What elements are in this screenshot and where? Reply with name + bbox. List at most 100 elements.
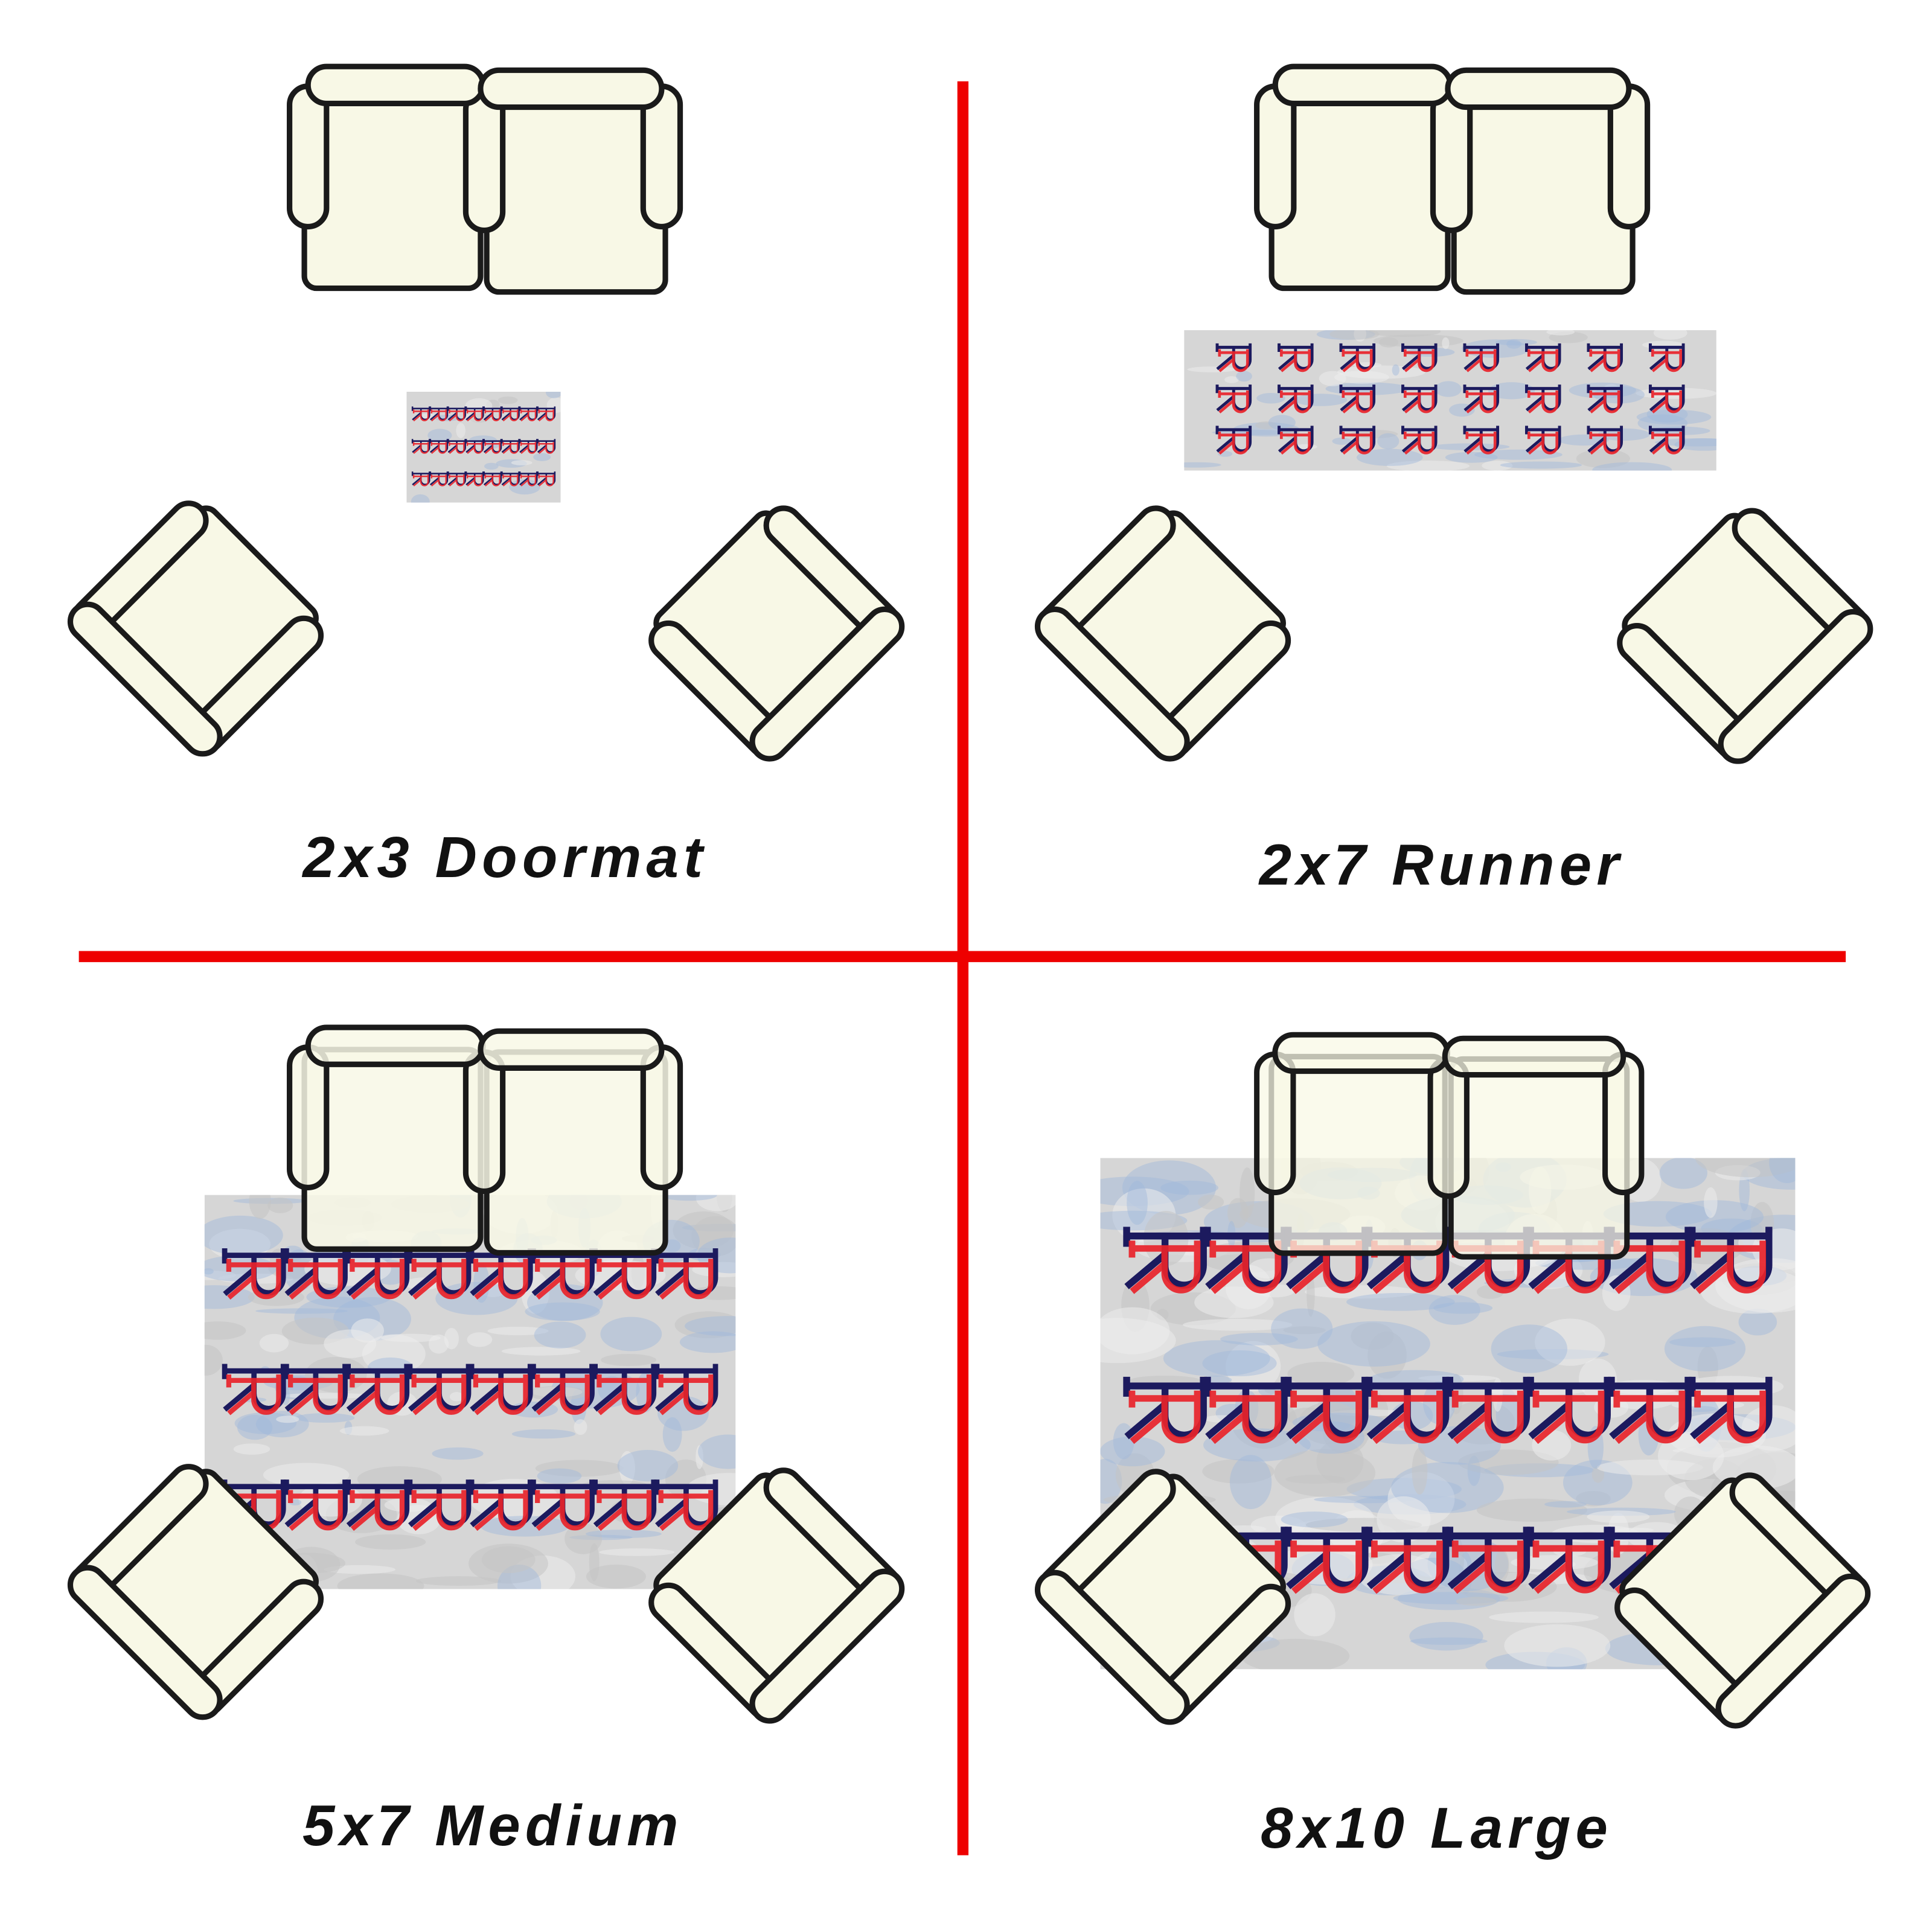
armchair-right-runner — [1617, 508, 1873, 764]
rug-logo — [537, 439, 556, 454]
rug-logo — [1587, 426, 1623, 455]
logo-letter-red — [1218, 390, 1249, 413]
armchair-right-large — [1614, 1472, 1871, 1729]
logo-letter-red — [411, 1259, 467, 1300]
sofa-medium — [287, 1024, 683, 1256]
logo-letter-red — [350, 1490, 405, 1531]
rug-texture — [1598, 428, 1650, 441]
rug-logo — [1527, 1376, 1611, 1444]
logo-letter-navy — [1365, 1527, 1450, 1589]
logo-letter-navy — [1278, 426, 1314, 453]
seat-cushion — [1451, 88, 1636, 295]
logo-letter-red — [1342, 390, 1373, 413]
sofa-large — [1254, 1032, 1645, 1260]
logo-letter-red — [288, 1374, 343, 1416]
logo-letter-red — [1403, 432, 1435, 455]
logo-letter-red — [226, 1374, 281, 1416]
rug-logo — [537, 471, 556, 487]
rug-texture — [1377, 433, 1399, 450]
rug-texture — [204, 1268, 214, 1275]
rug-logo — [447, 406, 466, 422]
quadrant-label-medium: 5x7 Medium — [302, 1793, 683, 1858]
rug-texture — [1198, 1195, 1224, 1210]
logo-letter-red — [473, 1374, 528, 1416]
logo-letter-navy — [222, 1479, 286, 1528]
logo-letter-red — [430, 409, 447, 422]
quadrant-label-doormat: 2x3 Doormat — [301, 825, 708, 890]
rug-texture — [1657, 1431, 1724, 1481]
rug-logo — [1365, 1527, 1450, 1594]
doormat-rug — [406, 391, 561, 503]
logo-letter-navy — [1339, 426, 1376, 453]
rug-texture — [1337, 365, 1426, 379]
rug-logo — [654, 1364, 718, 1416]
rug-texture — [1410, 1637, 1488, 1645]
logo-letter-navy — [654, 1248, 718, 1297]
rug-texture — [1494, 1549, 1509, 1582]
logo-letter-red — [1651, 390, 1683, 413]
logo-letter-navy — [537, 439, 556, 453]
logo-letter-red — [1527, 432, 1559, 455]
rug-texture — [696, 1445, 703, 1469]
rug-texture — [511, 460, 533, 465]
rug-texture — [1458, 1449, 1559, 1475]
logo-letter-red — [1128, 1390, 1201, 1444]
rug-texture — [1377, 1496, 1431, 1543]
rug-texture — [204, 1344, 223, 1376]
rug-texture — [698, 1434, 736, 1469]
logo-letter-red — [1128, 1240, 1201, 1294]
vertical-divider — [957, 81, 969, 1856]
logo-letter-navy — [1689, 1227, 1773, 1289]
logo-letter-red — [538, 442, 554, 454]
rug-texture — [674, 1311, 736, 1339]
logo-letter-red — [1290, 1540, 1363, 1594]
rug-logo — [654, 1479, 718, 1531]
logo-letter-navy — [1463, 343, 1500, 371]
rug-logo — [519, 471, 538, 487]
rug-logo — [519, 439, 538, 454]
rug-texture — [481, 1546, 536, 1574]
armchair-left-large — [1034, 1469, 1291, 1725]
logo-letter-red — [411, 1490, 467, 1531]
rug-logo — [1123, 1227, 1207, 1294]
rug-texture — [511, 1429, 576, 1439]
logo-letter-navy — [501, 406, 520, 421]
rug-logo — [654, 1248, 718, 1300]
rug-texture — [1659, 1158, 1707, 1189]
armchair-left-medium — [67, 1464, 324, 1720]
logo-letter-red — [1694, 1390, 1767, 1444]
rug-texture — [1274, 1449, 1376, 1497]
rug-logo — [407, 1479, 472, 1531]
rug-texture — [339, 1426, 389, 1436]
rug-texture — [619, 1451, 635, 1485]
rug-texture — [1474, 449, 1563, 460]
logo-letter-navy — [283, 1248, 348, 1297]
rug-logo — [1525, 426, 1561, 455]
rug-texture — [1576, 449, 1630, 468]
sofa-back-cushion — [1445, 67, 1632, 110]
rug-texture — [204, 1270, 237, 1280]
logo-letter-navy — [411, 406, 430, 421]
rug-texture — [427, 429, 452, 442]
rug-logo — [1204, 1376, 1288, 1444]
rug-logo — [1587, 385, 1623, 413]
rug-logo — [592, 1364, 657, 1416]
seat-cushion — [1448, 1056, 1630, 1260]
rug-texture — [533, 453, 551, 461]
rug-logo — [1284, 1527, 1369, 1594]
rug-logo — [501, 471, 520, 487]
rug-texture — [1283, 1326, 1326, 1335]
rug-texture — [1239, 1167, 1255, 1219]
sofa-back-cushion — [1272, 63, 1453, 107]
rug-texture — [1558, 434, 1609, 446]
armchair-right-medium — [648, 1467, 905, 1724]
rug-texture — [1587, 1510, 1650, 1524]
logo-letter-navy — [1204, 1376, 1288, 1440]
logo-letter-navy — [483, 439, 502, 453]
rug-logo — [1204, 1227, 1288, 1294]
sofa-arm — [1254, 83, 1297, 230]
logo-letter-red — [538, 474, 554, 487]
logo-letter-red — [520, 474, 537, 487]
rug-texture — [337, 1573, 424, 1589]
logo-letter-navy — [531, 1479, 595, 1528]
